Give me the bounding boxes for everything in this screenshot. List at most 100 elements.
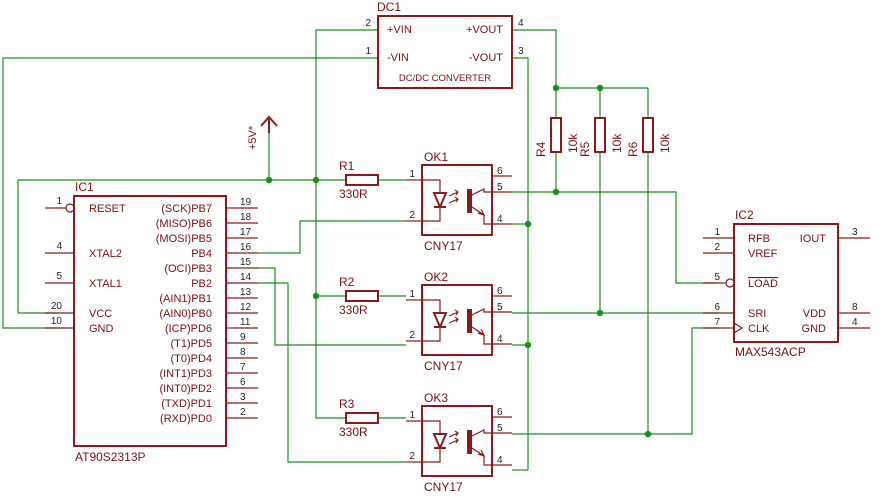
resistor-name: R1: [339, 159, 355, 173]
pullup-value: 10k: [658, 133, 672, 153]
ic1-pin-label: GND: [89, 323, 114, 335]
junction: [596, 309, 604, 317]
led-icon: [432, 433, 448, 451]
opto-pin-number: 4: [497, 214, 503, 225]
ic1-pin-label: (SCK)PB7: [161, 203, 212, 215]
dc-converter-name: DC1: [377, 0, 401, 14]
dc-converter-body: [377, 15, 513, 89]
ic1-pin-label: RESET: [89, 203, 126, 215]
opto-pin-number: 1: [409, 289, 415, 300]
ic1-pin-label: PB4: [191, 248, 212, 260]
resistor-name: R2: [339, 275, 355, 289]
pullup-value: 10k: [610, 133, 624, 153]
ic1-pin-number: 17: [240, 227, 252, 238]
ic1-mcu: IC1 AT90S2313P 1RESET4XTAL25XTAL120VCC10…: [45, 180, 258, 464]
ic1-pin-number: 11: [240, 317, 251, 328]
resistor-value: 330R: [339, 425, 368, 439]
ic1-pin-label: (AIN0)PB0: [159, 308, 212, 320]
emitter-lead: [471, 447, 492, 466]
emitter-arrow-icon: [477, 328, 486, 337]
ic2-pin-label: SRI: [748, 308, 766, 320]
pullup-name: R4: [534, 141, 548, 157]
dc-pin-number: 1: [365, 46, 371, 57]
collector-lead: [471, 429, 492, 437]
ic1-value: AT90S2313P: [75, 450, 146, 464]
led-lead: [422, 179, 441, 222]
opto-pin-number: 2: [409, 210, 415, 221]
ic2-pin-number: 1: [714, 227, 720, 238]
junction: [644, 430, 652, 438]
ic1-pin-label: PB2: [191, 278, 212, 290]
light-arrow-icon: [448, 430, 459, 438]
wire-anode-rail: [315, 180, 346, 419]
ic2-value: MAX543ACP: [735, 345, 806, 359]
ic2-pin-number: 2: [714, 242, 720, 253]
ic2-pin-number: 5: [714, 272, 720, 283]
wire-ok1-collector: [512, 191, 718, 284]
ic1-pin-label: (MISO)PB6: [156, 218, 212, 230]
dc-converter: DC1 +VIN -VIN +VOUT -VOUT DC/DC CONVERTE…: [365, 0, 524, 89]
opto-pin-number: 6: [497, 407, 503, 418]
ic2-name: IC2: [735, 208, 754, 222]
light-arrow-icon: [448, 316, 459, 324]
ic2-pin-number: 4: [852, 317, 858, 328]
supply-label: +5V*: [247, 125, 259, 150]
opto-name: OK2: [424, 270, 448, 284]
dc-converter-desc: DC/DC CONVERTER: [399, 73, 491, 84]
ic1-pin-label: XTAL2: [89, 248, 122, 260]
ic2-pin-number: 7: [714, 317, 720, 328]
opto-pin-number: 5: [497, 302, 503, 313]
dc-vin-minus-label: -VIN: [387, 52, 409, 64]
opto-pin-number: 4: [497, 334, 503, 345]
wire-dc-vin-minus-gnd: [2, 57, 378, 329]
resistor-body: [345, 290, 379, 302]
ic1-pin-label: (T1)PD5: [170, 338, 212, 350]
ic1-name: IC1: [75, 180, 94, 194]
opto-pin-number: 6: [497, 286, 503, 297]
pullup-name: R6: [626, 141, 640, 157]
opto-name: OK3: [424, 391, 448, 405]
junction: [312, 292, 320, 300]
ic2-pin-label: VDD: [803, 308, 826, 320]
wire-dc-vin-plus: [315, 29, 378, 180]
supply-symbol: +5V*: [247, 115, 278, 150]
collector-lead: [471, 188, 492, 196]
led-icon: [432, 312, 448, 330]
led-icon: [432, 192, 448, 210]
opto-pin-number: 1: [409, 169, 415, 180]
ic1-pin-label: (INT1)PD3: [159, 368, 212, 380]
opto-body: [421, 284, 493, 356]
junction: [312, 176, 320, 184]
light-arrow-icon: [448, 196, 459, 204]
ic2-pin-number: 3: [852, 227, 858, 238]
ic1-pin-label: (ICP)PD6: [165, 323, 212, 335]
load-inversion-icon: [725, 278, 735, 288]
ic1-pin-number: 3: [240, 392, 246, 403]
opto-pin-number: 1: [409, 410, 415, 421]
ic1-pin-number: 9: [240, 332, 246, 343]
resistor-body: [345, 174, 379, 186]
emitter-lead: [471, 326, 492, 345]
ic1-pin-label: (OCI)PB3: [164, 263, 212, 275]
led-lead: [422, 420, 441, 463]
junction: [524, 341, 532, 349]
ic1-pin-label: (MOSI)PB5: [156, 233, 212, 245]
opto-pin-number: 2: [409, 330, 415, 341]
emitter-arrow-icon: [477, 208, 486, 217]
opto-value: CNY17: [424, 480, 463, 494]
ic1-pin-label: (RXD)PD0: [160, 413, 212, 425]
opto-body: [421, 405, 493, 477]
pullup-body: [594, 117, 606, 153]
resistor-value: 330R: [339, 187, 368, 201]
junctions: [265, 84, 652, 438]
ic1-pin-number: 18: [240, 212, 252, 223]
